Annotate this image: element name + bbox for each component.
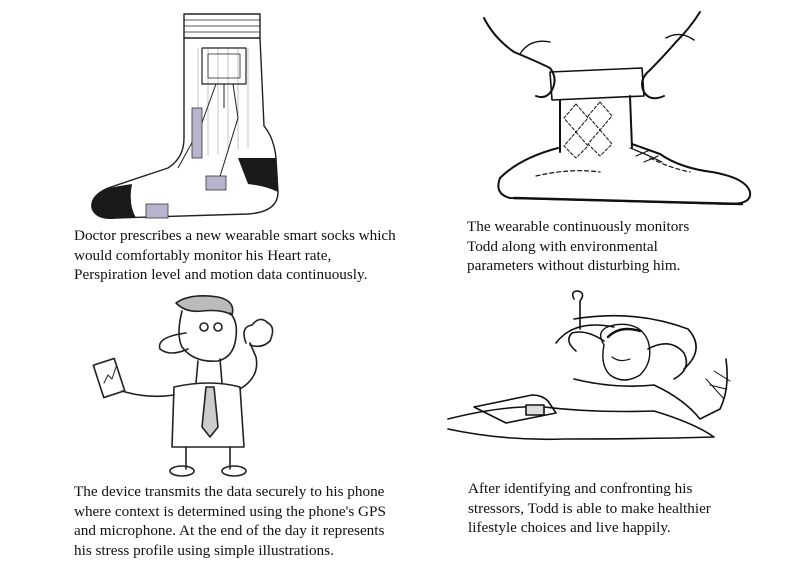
panel-happy: After identifying and confronting his st… [420,285,792,567]
shoe-and-hands-icon [480,8,760,213]
panel-monitor: The wearable continuously monitors Todd … [420,0,792,285]
caption-monitor: The wearable continuously monitors Todd … [467,218,690,274]
sleeping-man-icon [444,289,734,469]
caption-socks: Doctor prescribes a new wearable smart s… [74,227,396,283]
caption-happy: After identifying and confronting his st… [468,480,711,536]
panel-phone: The device transmits the data securely t… [0,285,420,567]
caption-phone: The device transmits the data securely t… [74,483,386,559]
man-with-phone-icon [90,287,290,479]
smart-sock-icon [88,8,288,223]
panel-socks: Doctor prescribes a new wearable smart s… [0,0,420,285]
